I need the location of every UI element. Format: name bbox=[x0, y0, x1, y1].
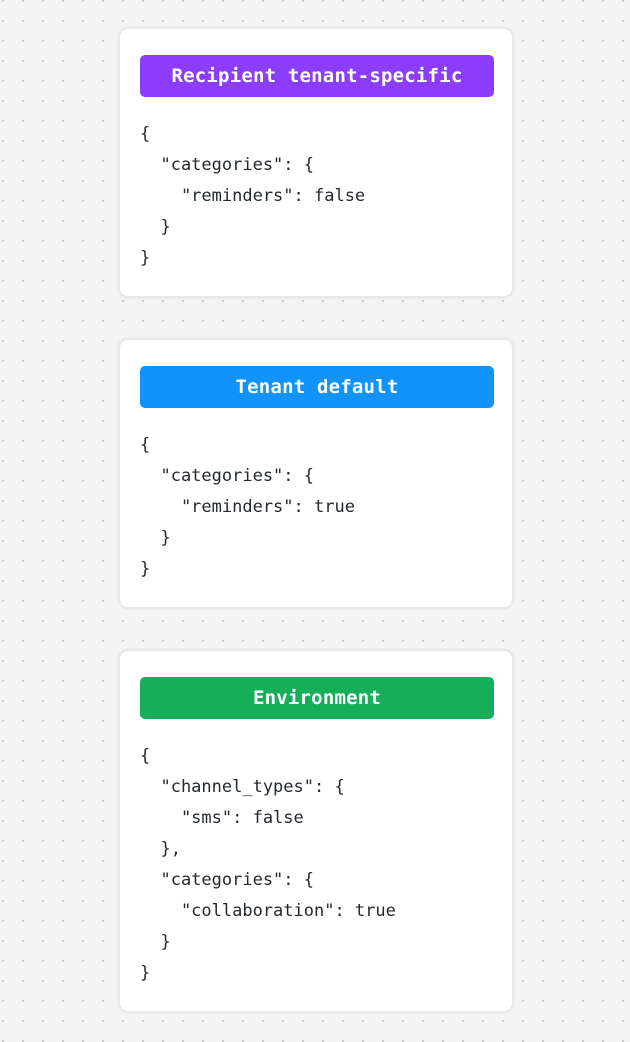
card-json-body-tenant-default: { "categories": { "reminders": true } } bbox=[140, 435, 355, 579]
card-title-badge-tenant-default: Tenant default bbox=[140, 366, 494, 408]
preference-card-recipient-tenant-specific[interactable]: Recipient tenant-specific { "categories"… bbox=[119, 28, 513, 297]
card-stack: Recipient tenant-specific { "categories"… bbox=[119, 28, 513, 1012]
card-json-body-recipient-tenant-specific: { "categories": { "reminders": false } } bbox=[140, 124, 366, 268]
card-json-body-environment: { "channel_types": { "sms": false }, "ca… bbox=[140, 746, 396, 983]
card-title-badge-environment: Environment bbox=[140, 677, 494, 719]
card-title-badge-recipient-tenant-specific: Recipient tenant-specific bbox=[140, 55, 494, 97]
preference-card-tenant-default[interactable]: Tenant default { "categories": { "remind… bbox=[119, 339, 513, 608]
preference-card-environment[interactable]: Environment { "channel_types": { "sms": … bbox=[119, 650, 513, 1012]
